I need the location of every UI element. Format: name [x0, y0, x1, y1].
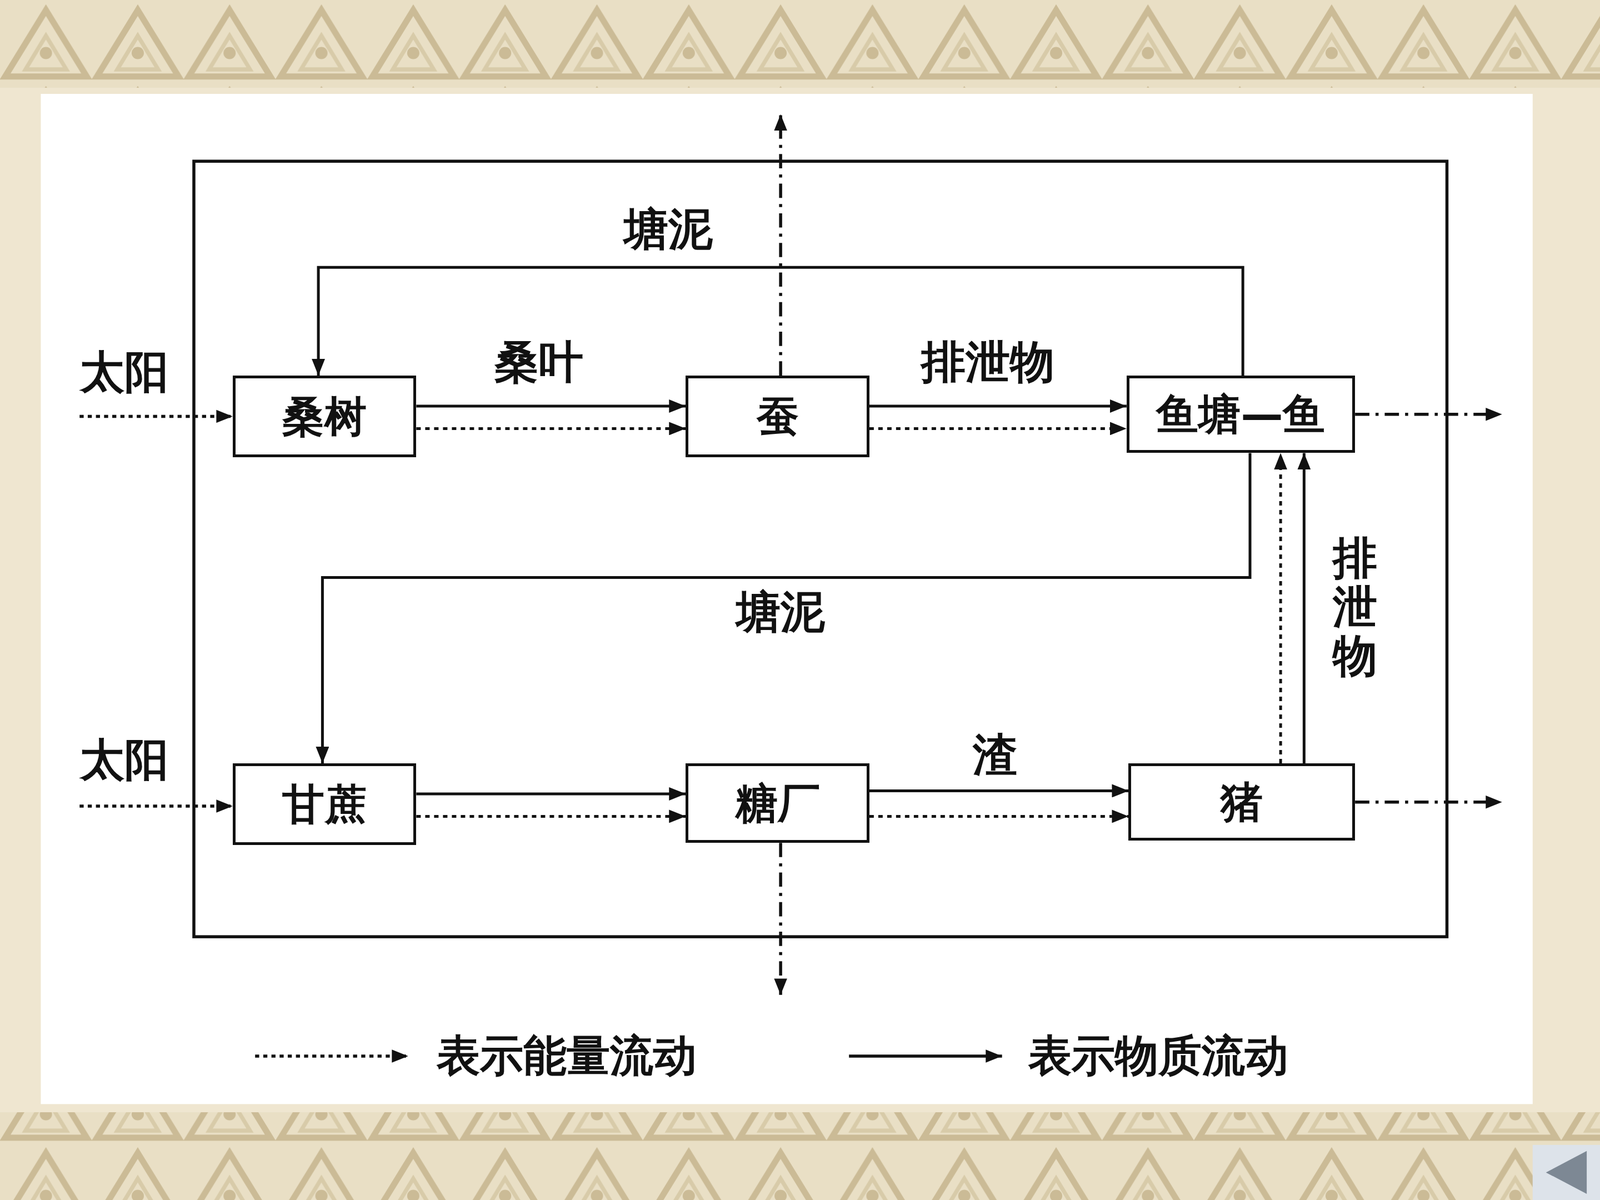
matter-flow-arrow: [869, 405, 1127, 408]
box-text: 糖厂: [735, 780, 820, 827]
top-band-ornament: [0, 0, 1600, 88]
matter-flow-arrow: [416, 405, 686, 408]
matter-flow-arrow: [1302, 452, 1306, 763]
sun-label: 太阳: [80, 735, 169, 785]
nav-back-triangle: [1546, 1151, 1587, 1194]
box-text: 鱼塘—鱼: [1156, 391, 1325, 438]
box-text: 猪: [1220, 778, 1263, 826]
sugar-mill-output-arrow: [778, 842, 783, 995]
flow-label: 塘泥: [736, 587, 825, 637]
energy-flow-arrow: [1279, 452, 1283, 763]
process-box: 糖厂: [685, 763, 870, 843]
pig-output-arrow: [1355, 800, 1502, 804]
fish-output-arrow: [1355, 412, 1502, 417]
energy-flow-arrow: [869, 815, 1129, 818]
flow-label: 桑叶: [494, 337, 584, 387]
legend-text: 表示物质流动: [1028, 1032, 1289, 1080]
box-text: 桑树: [282, 393, 367, 440]
flow-label: 排泄物: [1332, 533, 1378, 681]
process-box: 蚕: [685, 375, 870, 458]
box-text: 甘蔗: [282, 781, 367, 828]
sun-energy-arrow: [79, 804, 233, 808]
process-box: 甘蔗: [232, 763, 417, 845]
legend-energy-sample: [255, 1054, 409, 1058]
process-box: 鱼塘—鱼: [1126, 375, 1355, 454]
legend-text: 表示能量流动: [436, 1032, 697, 1080]
process-box: 猪: [1128, 763, 1355, 842]
matter-flow-arrow: [869, 789, 1129, 793]
bottom-band-ornament: [0, 1112, 1600, 1200]
matter-flow-arrow: [322, 452, 1250, 763]
energy-flow-arrow: [416, 427, 686, 430]
legend-matter-sample: [848, 1054, 1003, 1058]
energy-flow-arrow: [416, 815, 686, 818]
bottom-band: [0, 1112, 1600, 1200]
silkworm-output-arrow: [778, 114, 783, 376]
nav-button: [1532, 1145, 1600, 1200]
process-box: 桑树: [232, 375, 417, 458]
flow-label: 渣: [972, 730, 1018, 780]
white-panel: [40, 93, 1533, 1104]
system-boundary: [193, 161, 1448, 937]
sun-energy-arrow: [79, 415, 233, 419]
box-text: 蚕: [756, 393, 799, 440]
top-band: [0, 0, 1600, 88]
flow-label: 塘泥: [623, 205, 713, 254]
matter-flow-arrow: [318, 267, 1243, 376]
sun-label: 太阳: [80, 347, 169, 397]
energy-flow-arrow: [869, 427, 1127, 430]
flow-label: 排泄物: [921, 337, 1055, 387]
matter-flow-arrow: [416, 792, 686, 795]
